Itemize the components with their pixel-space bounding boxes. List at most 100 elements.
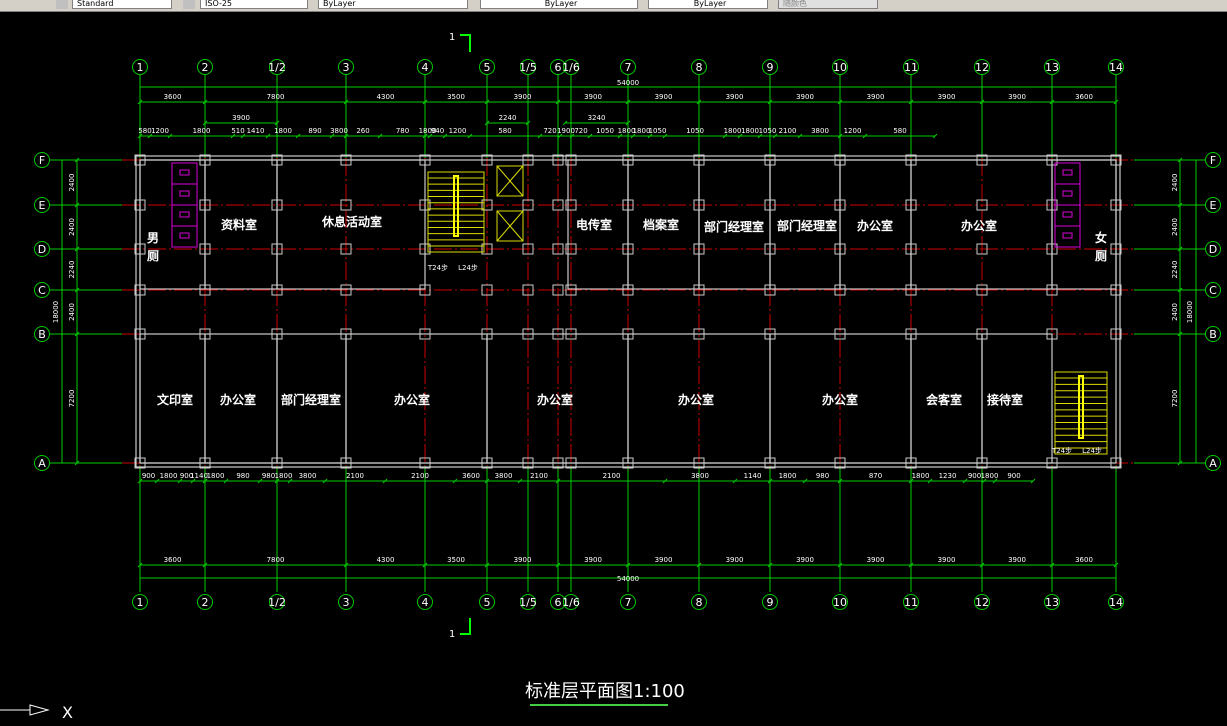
column	[976, 154, 988, 166]
column	[271, 284, 283, 296]
axis-label: D	[38, 243, 46, 256]
axis-bubble	[903, 59, 919, 75]
dim-text: 2240	[68, 261, 76, 279]
textstyle-icon[interactable]	[56, 0, 68, 9]
column	[622, 284, 634, 296]
axis-bubble	[34, 197, 50, 213]
stair-label: T24步	[1051, 447, 1072, 455]
dim-text: 2400	[68, 218, 76, 236]
dim-tick	[1177, 460, 1183, 466]
linetype-combo[interactable]: ByLayer	[480, 0, 638, 9]
dim-text: 7800	[267, 556, 285, 564]
textstyle-combo[interactable]: Standard	[72, 0, 172, 9]
room-label: 文印室	[157, 392, 193, 407]
stair-handrail	[453, 175, 459, 237]
dim-text: 3500	[447, 556, 465, 564]
axis-label: 13	[1045, 596, 1059, 609]
dim-text: 3600	[1075, 556, 1093, 564]
dim-text: 3900	[726, 556, 744, 564]
axis-label: 6	[555, 61, 562, 74]
room-label: 电传室	[576, 217, 612, 232]
axis-label: 4	[422, 596, 429, 609]
column	[905, 457, 917, 469]
column	[834, 154, 846, 166]
dim-text: 2400	[1171, 218, 1179, 236]
dim-tick	[992, 478, 998, 484]
dim-text: 3900	[796, 556, 814, 564]
dim-text: 3600	[164, 93, 182, 101]
dim-text: 1800	[741, 127, 759, 135]
dim-text: 900	[1007, 472, 1020, 480]
dim-text: 1200	[151, 127, 169, 135]
dim-tick	[484, 120, 490, 126]
dim-tick	[732, 478, 738, 484]
axis-label: B	[1209, 328, 1217, 341]
dim-text: 1800	[274, 127, 292, 135]
room-label: 接待室	[987, 392, 1023, 407]
dim-tick	[1177, 331, 1183, 337]
column	[134, 284, 146, 296]
dim-text: 900	[142, 472, 155, 480]
dim-tick	[74, 202, 80, 208]
total-width-dim: 18000	[1186, 301, 1194, 323]
dim-text: 3900	[796, 93, 814, 101]
axis-label: 9	[767, 61, 774, 74]
axis-label: 1/6	[562, 596, 580, 609]
axis-label: D	[1209, 243, 1217, 256]
column	[622, 328, 634, 340]
axis-label: 1/2	[268, 596, 286, 609]
dim-text: 3600	[1075, 93, 1093, 101]
dim-tick	[630, 133, 636, 139]
column	[134, 154, 146, 166]
axis-bubble	[520, 59, 536, 75]
column	[693, 328, 705, 340]
dim-tick	[154, 478, 160, 484]
dim-tick	[555, 478, 561, 484]
toilet-stall	[1054, 204, 1081, 227]
dimstyle-combo[interactable]: ISO-25	[200, 0, 308, 9]
column	[622, 199, 634, 211]
axis-label: C	[1209, 284, 1217, 297]
room-label: 会客室	[926, 392, 962, 407]
column	[552, 199, 564, 211]
dim-text: 580	[498, 127, 511, 135]
axis-bubble	[479, 594, 495, 610]
column	[1046, 154, 1058, 166]
axis-bubble	[762, 59, 778, 75]
layer-color-combo[interactable]: ByLayer	[318, 0, 468, 9]
axis-label: 6	[555, 596, 562, 609]
axis-bubble	[1205, 282, 1221, 298]
column	[552, 328, 564, 340]
plotstyle-combo[interactable]: 随颜色	[778, 0, 878, 9]
column	[271, 154, 283, 166]
dim-tick	[772, 133, 778, 139]
room-label: 办公室	[961, 218, 997, 233]
dim-tick	[837, 99, 843, 105]
dim-tick	[427, 133, 433, 139]
dim-text: 3900	[867, 556, 885, 564]
axis-label: 11	[904, 61, 918, 74]
dim-tick	[1049, 99, 1055, 105]
dim-tick	[1177, 202, 1183, 208]
column	[522, 154, 534, 166]
dim-text: 3900	[514, 556, 532, 564]
dim-tick	[422, 99, 428, 105]
dim-tick	[932, 133, 938, 139]
dim-text: 780	[396, 127, 409, 135]
dim-tick	[274, 478, 280, 484]
dim-text: 260	[356, 127, 369, 135]
dim-text: 3800	[330, 127, 348, 135]
column	[565, 328, 577, 340]
column	[419, 457, 431, 469]
axis-bubble	[550, 594, 566, 610]
dimstyle-icon[interactable]	[183, 0, 195, 9]
dim-text: 3900	[938, 556, 956, 564]
toilet-stall	[1054, 225, 1081, 248]
axis-label: 10	[833, 596, 847, 609]
lineweight-combo[interactable]: ByLayer	[648, 0, 768, 9]
axis-bubble	[1108, 59, 1124, 75]
column	[340, 457, 352, 469]
column	[419, 199, 431, 211]
dim-text: 1140	[744, 472, 762, 480]
